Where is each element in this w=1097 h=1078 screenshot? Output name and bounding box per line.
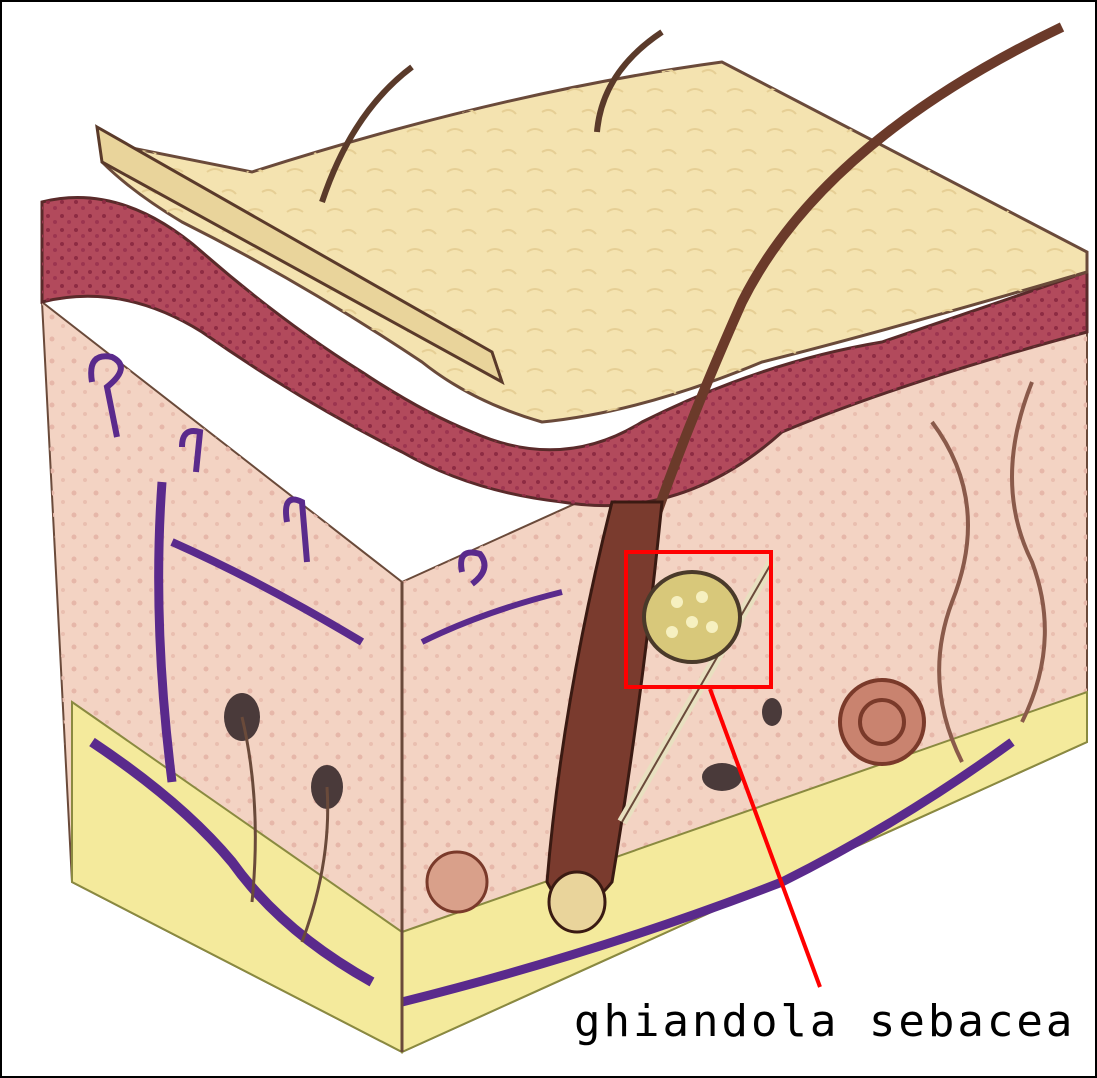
sweat-gland (840, 680, 924, 764)
sebaceous-gland-label: ghiandola sebacea (574, 1000, 1075, 1044)
